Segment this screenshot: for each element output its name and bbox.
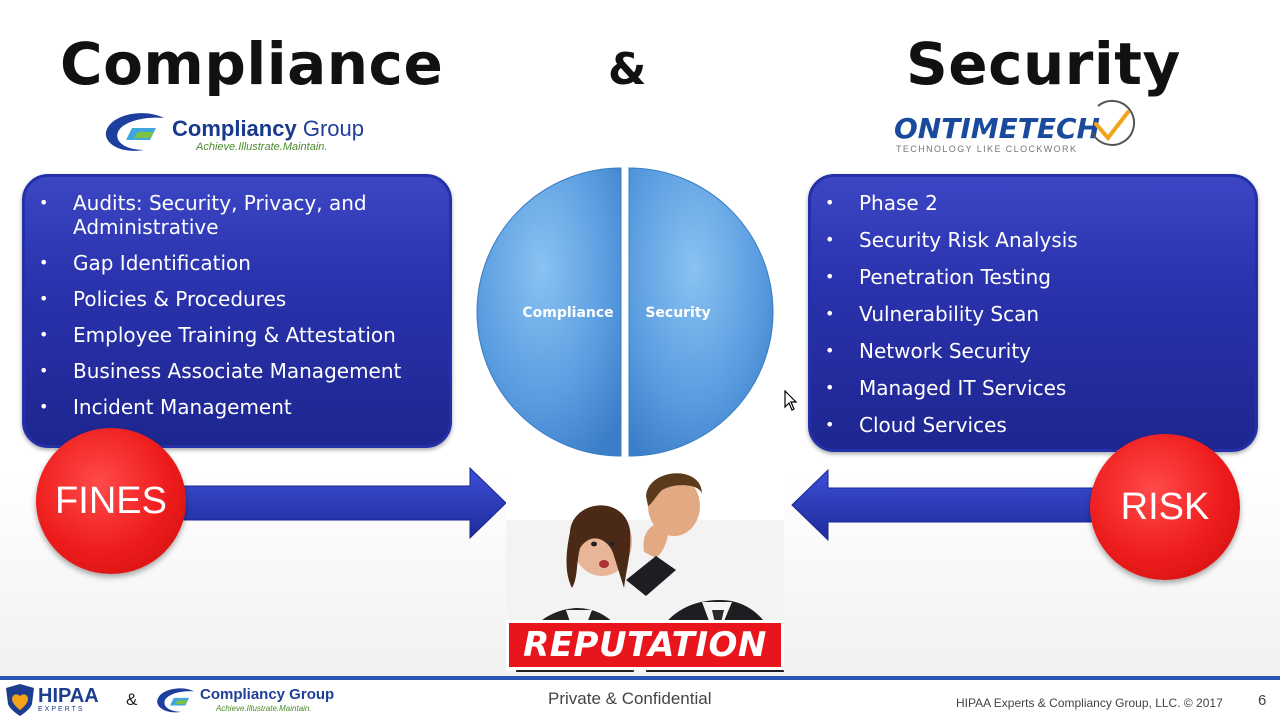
right-arrow-icon bbox=[176, 466, 507, 540]
list-item: Vulnerability Scan bbox=[825, 302, 1241, 326]
list-item: Security Risk Analysis bbox=[825, 228, 1241, 252]
cg-footer-name: Compliancy Group bbox=[200, 686, 335, 703]
fines-circle: FINES bbox=[36, 428, 186, 574]
hipaa-sub: EXPERTS bbox=[38, 706, 85, 713]
compliance-services-box: Audits: Security, Privacy, and Administr… bbox=[22, 174, 452, 448]
pie-label-compliance: Compliance bbox=[522, 305, 613, 321]
compliance-list: Audits: Security, Privacy, and Administr… bbox=[39, 191, 435, 431]
reputation-banner: REPUTATION bbox=[506, 620, 784, 670]
hipaa-experts-logo: HIPAA EXPERTS bbox=[4, 683, 114, 717]
compliancy-group-footer-logo: Compliancy Group Achieve.Illustrate.Main… bbox=[156, 684, 346, 718]
footer-bar bbox=[0, 680, 1280, 720]
page-number: 6 bbox=[1258, 692, 1267, 709]
compliancy-group-swoosh-icon bbox=[157, 688, 195, 713]
security-heading: Security bbox=[906, 30, 1181, 98]
pie-label-security: Security bbox=[645, 305, 710, 321]
mouse-cursor-icon bbox=[784, 390, 798, 411]
left-arrow-icon bbox=[791, 468, 1096, 542]
list-item: Phase 2 bbox=[825, 191, 1241, 215]
cg-footer-tagline: Achieve.Illustrate.Maintain. bbox=[216, 704, 312, 713]
list-item: Audits: Security, Privacy, and Administr… bbox=[39, 191, 435, 239]
list-item: Gap Identification bbox=[39, 251, 435, 275]
compliancy-group-logo: Compliancy Group Achieve.Illustrate.Main… bbox=[104, 108, 394, 158]
list-item: Cloud Services bbox=[825, 413, 1241, 437]
fines-label: FINES bbox=[55, 479, 167, 522]
footer-ampersand: & bbox=[126, 690, 138, 709]
hipaa-name: HIPAA bbox=[38, 685, 99, 707]
ontimetech-tagline: TECHNOLOGY LIKE CLOCKWORK bbox=[896, 144, 1078, 154]
confidential-label: Private & Confidential bbox=[548, 689, 712, 708]
compliance-heading: Compliance bbox=[60, 30, 444, 98]
list-item: Penetration Testing bbox=[825, 265, 1241, 289]
list-item: Business Associate Management bbox=[39, 359, 435, 383]
list-item: Incident Management bbox=[39, 395, 435, 419]
security-list: Phase 2 Security Risk Analysis Penetrati… bbox=[825, 191, 1241, 450]
pie-slice-compliance bbox=[476, 167, 622, 457]
compliancy-group-swoosh-icon bbox=[105, 113, 164, 151]
security-services-box: Phase 2 Security Risk Analysis Penetrati… bbox=[808, 174, 1258, 452]
group-text: Group bbox=[302, 116, 364, 141]
risk-label: RISK bbox=[1120, 485, 1210, 528]
ontimetech-logo: ONTIMETECH TECHNOLOGY LIKE CLOCKWORK bbox=[892, 99, 1142, 160]
compliance-security-pie: Compliance Security bbox=[476, 167, 774, 457]
compliancy-group-tagline: Achieve.Illustrate.Maintain. bbox=[196, 141, 328, 153]
reputation-label: REPUTATION bbox=[523, 625, 767, 665]
footer-divider bbox=[0, 676, 1280, 680]
risk-circle: RISK bbox=[1090, 434, 1240, 580]
list-item: Managed IT Services bbox=[825, 376, 1241, 400]
pie-slice-security bbox=[628, 167, 774, 457]
list-item: Network Security bbox=[825, 339, 1241, 363]
list-item: Policies & Procedures bbox=[39, 287, 435, 311]
copyright-text: HIPAA Experts & Compliancy Group, LLC. ©… bbox=[956, 696, 1223, 710]
ontimetech-name: ONTIMETECH bbox=[894, 112, 1100, 145]
clock-check-icon bbox=[1091, 99, 1136, 146]
ampersand-heading: & bbox=[608, 44, 647, 95]
compliancy-text: Compliancy bbox=[172, 116, 297, 141]
shield-heart-icon bbox=[6, 684, 34, 716]
list-item: Employee Training & Attestation bbox=[39, 323, 435, 347]
